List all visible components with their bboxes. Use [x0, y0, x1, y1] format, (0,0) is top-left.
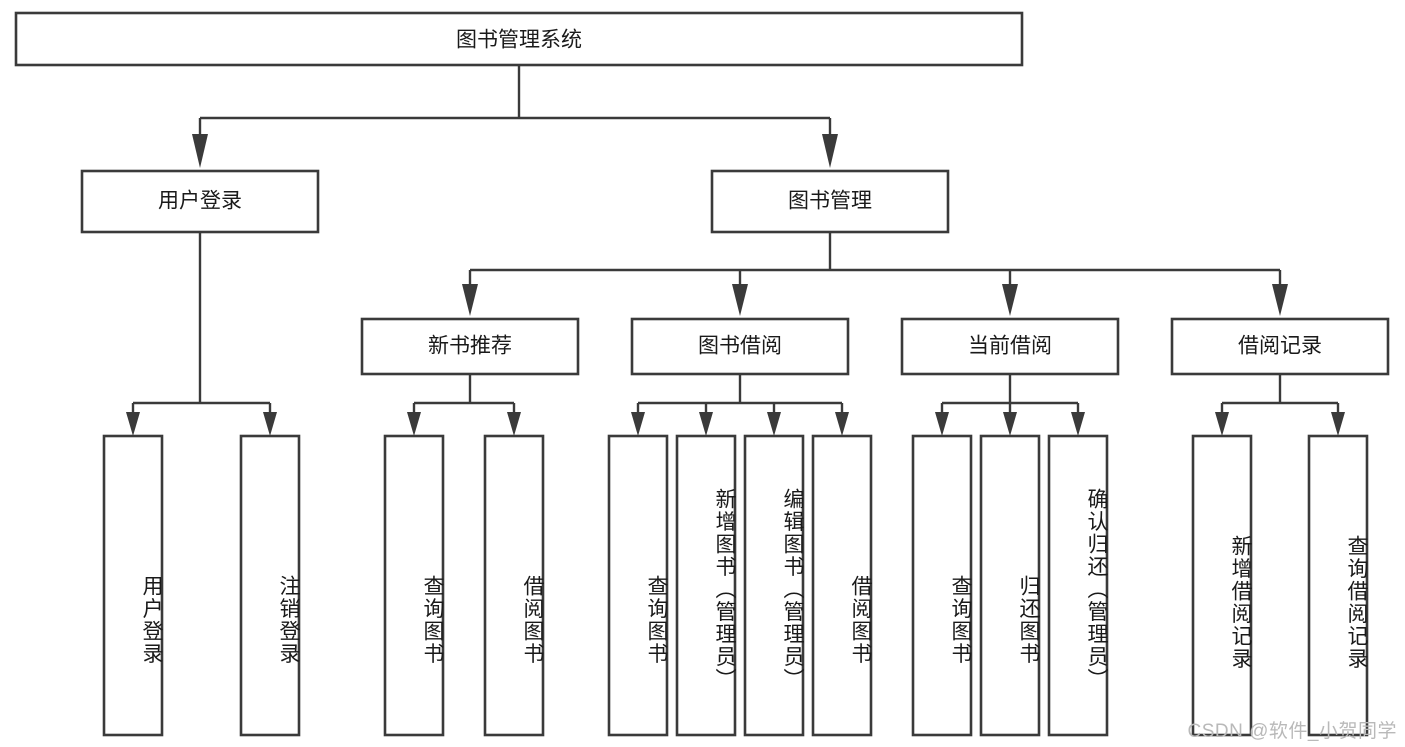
book-manage-label: 图书管理 — [788, 190, 872, 213]
current-borrow-label: 当前借阅 — [968, 335, 1052, 358]
leaf-box-logout-login[interactable] — [239, 434, 301, 737]
arrow-to-user-login — [192, 134, 208, 168]
node-borrow-record[interactable]: 借阅记录 — [1170, 317, 1390, 376]
connector-book-manage-to-level3 — [462, 232, 1288, 316]
leaf-boxes-group — [102, 434, 1369, 737]
arrow-to-leaf-confirm-return — [1071, 412, 1085, 436]
arrow-to-leaf-query-record — [1331, 412, 1345, 436]
arrow-to-book-borrow — [732, 284, 748, 316]
arrow-to-leaf-query-book-1 — [407, 412, 421, 436]
node-new-book-recommend[interactable]: 新书推荐 — [360, 317, 580, 376]
connector-borrow-record-to-leaves — [1215, 374, 1345, 436]
leaf-box-query-book-3[interactable] — [911, 434, 973, 737]
connector-book-borrow-to-leaves — [631, 374, 849, 436]
arrow-to-leaf-user-login — [126, 412, 140, 436]
book-borrow-label: 图书借阅 — [698, 335, 782, 358]
leaf-box-confirm-return[interactable] — [1047, 434, 1109, 737]
leaf-box-query-book-1[interactable] — [383, 434, 445, 737]
node-book-borrow[interactable]: 图书借阅 — [630, 317, 850, 376]
leaf-box-query-book-2[interactable] — [607, 434, 669, 737]
leaf-box-borrow-book-1[interactable] — [483, 434, 545, 737]
arrow-to-leaf-borrow-book-2 — [835, 412, 849, 436]
leaf-box-query-record[interactable] — [1307, 434, 1369, 737]
book-manage-box — [710, 169, 950, 234]
arrow-to-leaf-query-book-3 — [935, 412, 949, 436]
leaf-box-user-login[interactable] — [102, 434, 164, 737]
leaf-box-add-book[interactable] — [675, 434, 737, 737]
book-borrow-box — [630, 317, 850, 376]
arrow-to-current-borrow — [1002, 284, 1018, 316]
new-book-recommend-box — [360, 317, 580, 376]
leaf-box-return-book[interactable] — [979, 434, 1041, 737]
node-book-manage[interactable]: 图书管理 — [710, 169, 950, 234]
node-user-login[interactable]: 用户登录 — [80, 169, 320, 234]
arrow-to-leaf-borrow-book-1 — [507, 412, 521, 436]
arrow-to-leaf-logout-login — [263, 412, 277, 436]
node-root[interactable]: 图书管理系统 — [14, 11, 1024, 67]
current-borrow-box — [900, 317, 1120, 376]
borrow-record-label: 借阅记录 — [1238, 335, 1322, 358]
arrow-to-leaf-add-record — [1215, 412, 1229, 436]
arrow-to-leaf-add-book — [699, 412, 713, 436]
arrow-to-book-manage — [822, 134, 838, 168]
connector-current-borrow-to-leaves — [935, 374, 1085, 436]
connector-root-to-level2 — [192, 65, 838, 168]
root-label: 图书管理系统 — [456, 29, 582, 52]
leaf-box-borrow-book-2[interactable] — [811, 434, 873, 737]
root-box — [14, 11, 1024, 67]
user-login-label: 用户登录 — [158, 190, 242, 213]
leaf-box-add-record[interactable] — [1191, 434, 1253, 737]
arrow-to-leaf-query-book-2 — [631, 412, 645, 436]
node-current-borrow[interactable]: 当前借阅 — [900, 317, 1120, 376]
arrow-to-new-book-recommend — [462, 284, 478, 316]
arrow-to-borrow-record — [1272, 284, 1288, 316]
connector-user-login-to-leaves — [126, 232, 277, 436]
new-book-recommend-label: 新书推荐 — [428, 335, 512, 358]
arrow-to-leaf-edit-book — [767, 412, 781, 436]
connector-new-book-to-leaves — [407, 374, 521, 436]
csdn-watermark: CSDN @软件_小贺同学 — [1187, 721, 1397, 742]
arrow-to-leaf-return-book — [1003, 412, 1017, 436]
borrow-record-box — [1170, 317, 1390, 376]
leaf-box-edit-book[interactable] — [743, 434, 805, 737]
